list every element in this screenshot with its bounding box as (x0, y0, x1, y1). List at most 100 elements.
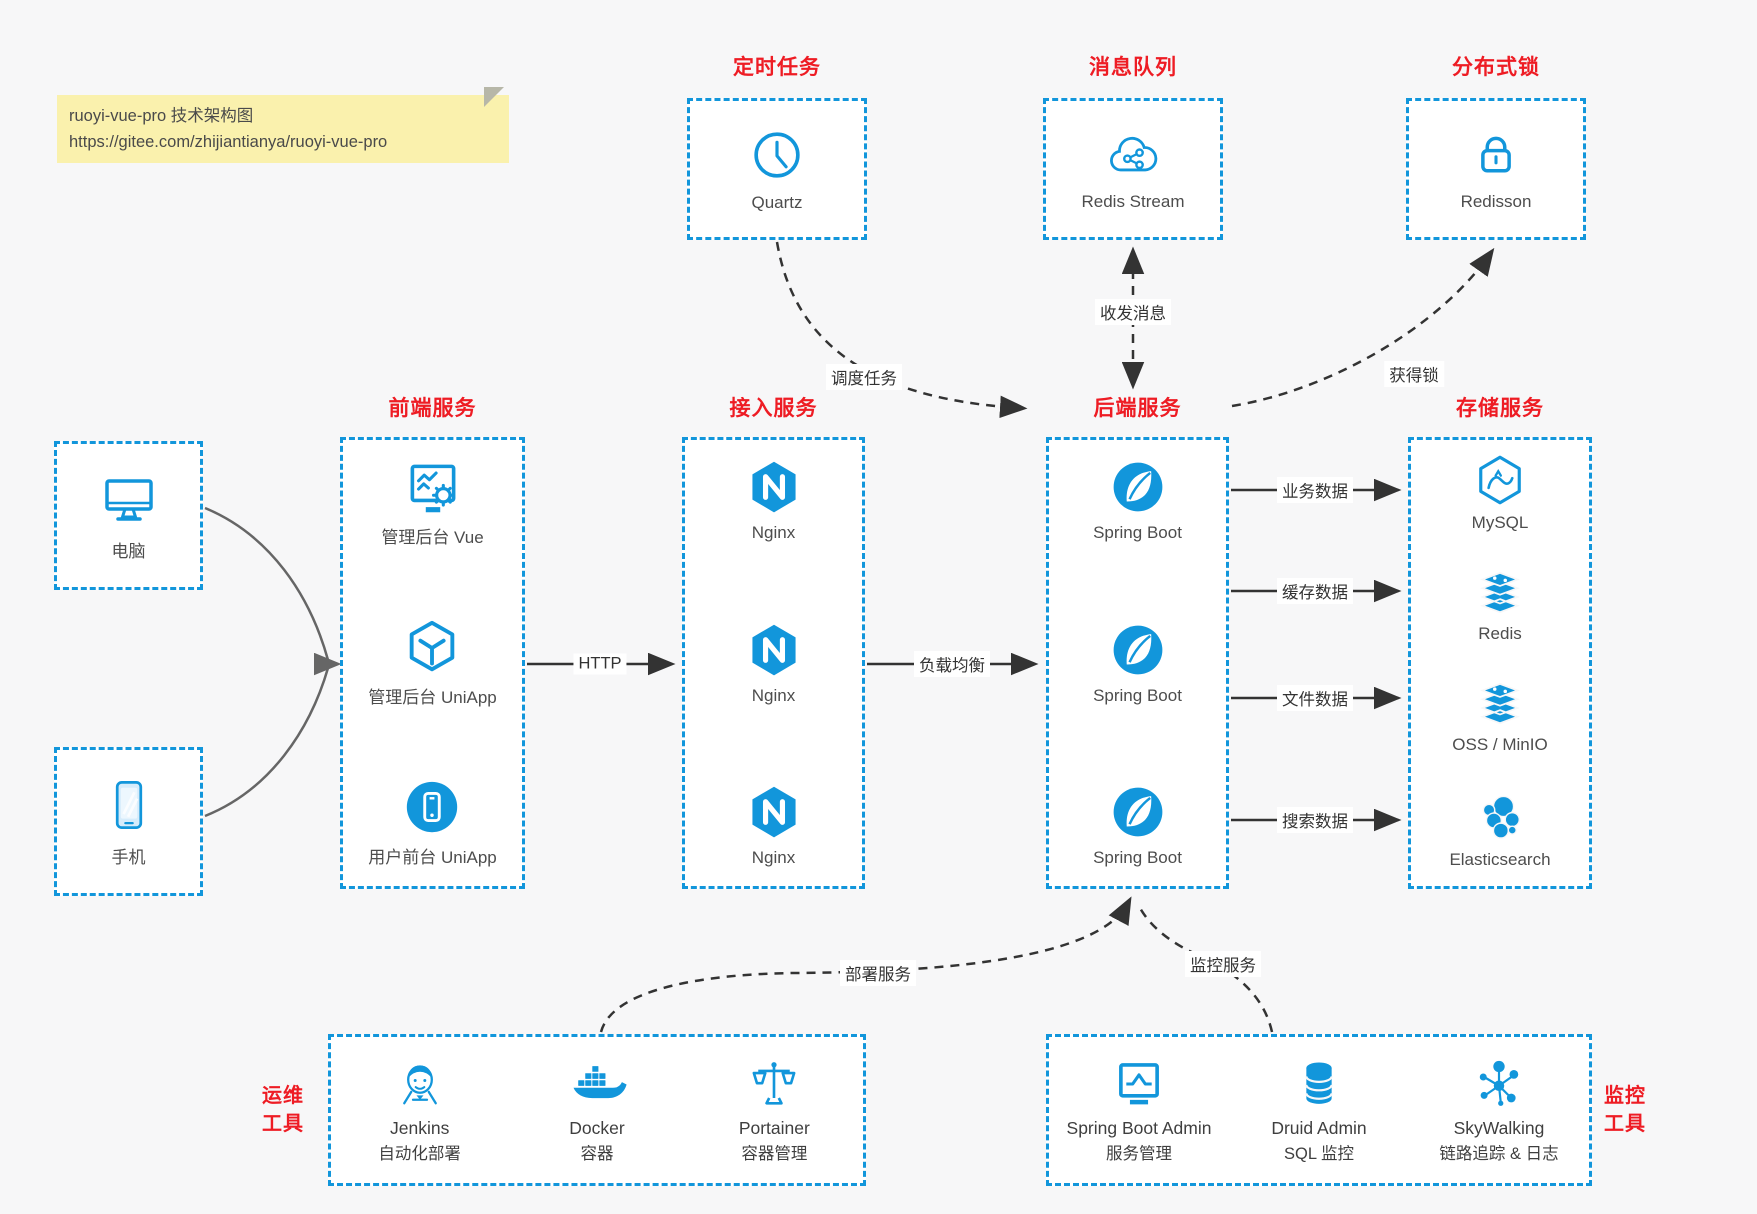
group-message-queue: 消息队列 Redis Stream (1043, 55, 1223, 240)
tool-desc: 服务管理 (1106, 1145, 1172, 1163)
edge-label-http: HTTP (573, 653, 627, 675)
gateway-box: Nginx Nginx Nginx (682, 437, 865, 889)
item-label: Redis (1478, 624, 1522, 643)
client-phone-box: 手机 (54, 747, 203, 896)
column-title: 前端服务 (388, 397, 477, 420)
item-label: Nginx (751, 848, 796, 867)
item-label: Spring Boot (1093, 685, 1182, 705)
edge-monitor (1136, 903, 1274, 1033)
monitor-title-line1: 监控 (1604, 1085, 1646, 1107)
service-item: Spring Boot (1093, 781, 1182, 868)
mysql-icon (1479, 455, 1521, 505)
service-item: MySQL (1471, 452, 1529, 533)
quartz-box: Quartz (687, 98, 867, 240)
redis-icon (1480, 571, 1520, 614)
service-item: Spring Boot (1093, 619, 1182, 706)
column-frontend: 前端服务 管理后台 Vue 管理后台 Un (340, 396, 525, 889)
ops-title-line2: 工具 (262, 1113, 304, 1135)
spring-boot-icon (1113, 462, 1162, 512)
uniapp-user-icon (407, 781, 458, 833)
spring-boot-icon (1113, 625, 1162, 674)
uniapp-cube-icon (410, 620, 455, 672)
item-label: 管理后台 Vue (381, 528, 484, 547)
service-item: 管理后台 Vue (381, 456, 484, 548)
service-item: Nginx (744, 456, 804, 543)
edge-label-schedule-task: 调度任务 (826, 364, 902, 390)
backend-box: Spring Boot Spring Boot Spring Boot (1046, 437, 1229, 889)
edge-label-lock: 获得锁 (1384, 361, 1444, 387)
admin-vue-icon (410, 464, 455, 513)
item-label: Redisson (1460, 191, 1532, 211)
ops-tools-title: 运维 工具 (262, 1082, 304, 1138)
column-title: 接入服务 (729, 397, 818, 420)
jenkins-icon (402, 1065, 437, 1105)
edge-lock (1231, 247, 1495, 408)
tool-desc: 容器管理 (741, 1145, 808, 1163)
spring-boot-icon (1113, 787, 1162, 837)
item-label: OSS / MinIO (1452, 735, 1548, 754)
column-gateway: 接入服务 Nginx Nginx (682, 396, 865, 889)
tool-item: Spring Boot Admin 服务管理 (1049, 1055, 1229, 1165)
item-label: 用户前台 UniApp (368, 848, 497, 867)
item-label: Spring Boot (1093, 848, 1182, 867)
monitor-tools-box: Spring Boot Admin 服务管理 Druid Admin SQL 监… (1046, 1034, 1592, 1186)
frontend-box: 管理后台 Vue 管理后台 UniApp 用户前台 UniApp (340, 437, 525, 889)
service-item: Redis (1472, 567, 1528, 644)
nginx-icon (751, 461, 796, 513)
tool-item: Jenkins 自动化部署 (331, 1055, 508, 1165)
service-item: Nginx (744, 619, 804, 706)
tool-desc: 自动化部署 (378, 1145, 461, 1163)
clock-icon (754, 131, 800, 178)
tool-desc: SQL 监控 (1284, 1145, 1354, 1163)
portainer-icon (752, 1062, 796, 1105)
elasticsearch-icon (1482, 795, 1520, 839)
edge-label-message: 收发消息 (1095, 299, 1171, 325)
ops-tools-box: Jenkins 自动化部署 Docker 容器 (328, 1034, 866, 1186)
item-label: Redis Stream (1081, 191, 1185, 211)
tool-item: Druid Admin SQL 监控 (1229, 1055, 1409, 1165)
column-title: 存储服务 (1456, 397, 1544, 420)
column-storage: 存储服务 MySQL (1408, 396, 1592, 889)
skywalking-icon (1479, 1060, 1519, 1106)
lock-icon (1481, 136, 1511, 172)
item-label: MySQL (1471, 513, 1529, 532)
column-backend: 后端服务 Spring Boot Spring Boot (1046, 396, 1229, 889)
service-item: Nginx (744, 781, 804, 868)
client-pc-box: 电脑 (54, 441, 203, 590)
service-item: 管理后台 UniApp (368, 616, 497, 708)
edge-label-deploy: 部署服务 (840, 960, 916, 986)
druid-icon (1305, 1062, 1333, 1104)
edge-deploy (599, 896, 1132, 1033)
edge-label-load-balance: 负载均衡 (914, 651, 990, 677)
item-label: Nginx (751, 523, 796, 542)
item-label: Elasticsearch (1449, 850, 1551, 869)
edge-pc-to-frontend (204, 506, 330, 661)
tool-name: Druid Admin (1271, 1118, 1367, 1138)
edge-label-file-data: 文件数据 (1277, 685, 1353, 711)
note-title: ruoyi-vue-pro 技术架构图 (69, 107, 254, 125)
tool-name: SkyWalking (1453, 1118, 1545, 1138)
edge-label-cache-data: 缓存数据 (1277, 578, 1353, 604)
tool-desc: 容器 (580, 1145, 614, 1163)
desktop-icon (104, 479, 153, 521)
item-label: Nginx (751, 685, 796, 705)
sticky-note: ruoyi-vue-pro 技术架构图 https://gitee.com/zh… (57, 87, 509, 163)
item-label: Quartz (751, 192, 803, 212)
edge-label-business-data: 业务数据 (1277, 477, 1353, 503)
group-distributed-lock: 分布式锁 Redisson (1406, 55, 1586, 240)
edge-label-monitor: 监控服务 (1185, 951, 1261, 977)
monitor-tools-title: 监控 工具 (1604, 1082, 1646, 1138)
storage-box: MySQL Redis (1408, 437, 1592, 889)
item-label: Spring Boot (1093, 523, 1182, 542)
tool-desc: 链路追踪 & 日志 (1439, 1145, 1559, 1163)
spring-boot-admin-icon (1119, 1063, 1159, 1105)
nginx-icon (751, 786, 796, 838)
group-title: 消息队列 (1089, 56, 1177, 79)
group-scheduled-task: 定时任务 Quartz (687, 55, 867, 240)
tool-item: Portainer 容器管理 (686, 1055, 863, 1165)
cloud-stream-icon (1110, 136, 1158, 171)
monitor-title-line2: 工具 (1604, 1113, 1646, 1135)
phone-icon (115, 780, 142, 830)
tool-item: SkyWalking 链路追踪 & 日志 (1409, 1055, 1589, 1165)
client-label: 手机 (111, 848, 146, 867)
